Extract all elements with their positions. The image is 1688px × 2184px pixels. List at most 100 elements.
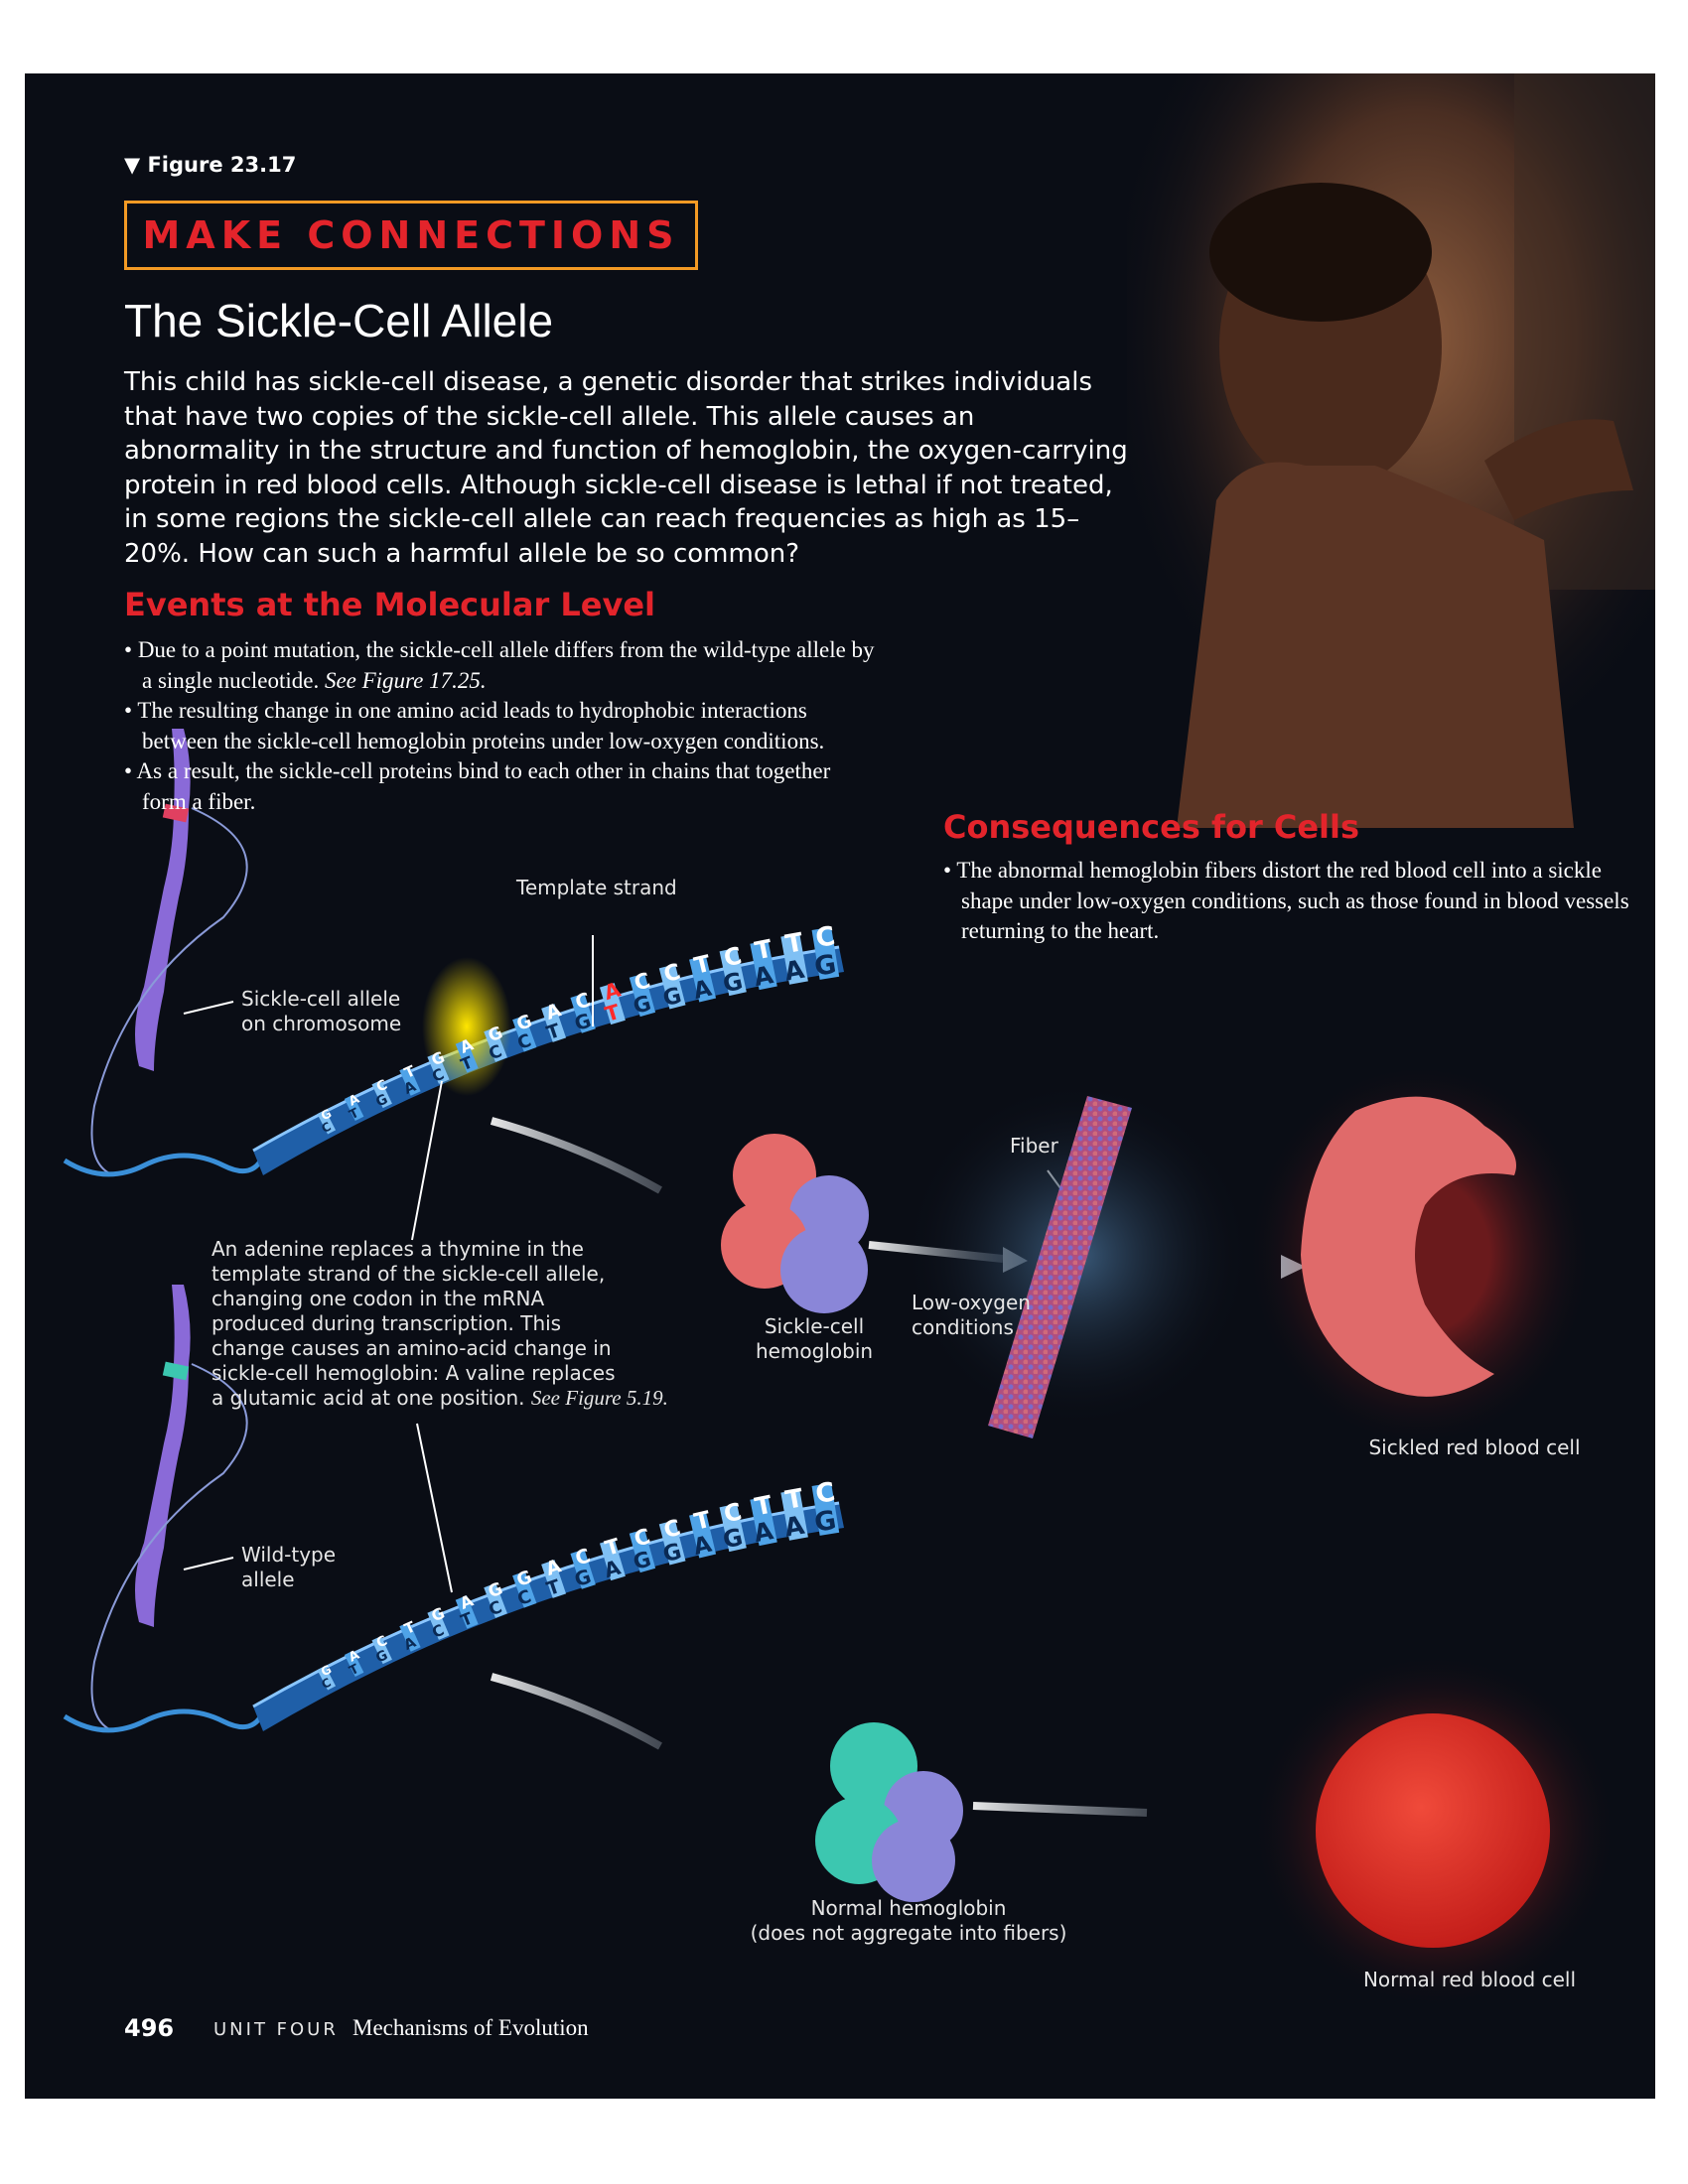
dna-base-bottom: G bbox=[572, 1565, 594, 1591]
footer-chapter: Mechanisms of Evolution bbox=[352, 2015, 589, 2040]
normal-hemoglobin bbox=[815, 1722, 963, 1902]
base-pair-block bbox=[541, 1560, 567, 1598]
dna-base-top: C bbox=[813, 920, 837, 954]
figure-label: ▼ Figure 23.17 bbox=[124, 153, 297, 177]
dna-base-top: T bbox=[692, 1507, 714, 1536]
label-normal-cell: Normal red blood cell bbox=[1362, 1968, 1577, 1991]
base-pair-block bbox=[719, 947, 747, 997]
dna-base-bottom: A bbox=[691, 976, 715, 1005]
label-wild-type-line1: Wild-type bbox=[241, 1543, 337, 1567]
sickle-cell-hemoglobin bbox=[721, 1134, 869, 1313]
pointer-mutation bbox=[411, 1080, 443, 1241]
base-pair-block bbox=[484, 1026, 507, 1062]
footer-unit: UNIT FOUR bbox=[213, 2019, 339, 2040]
base-pair-block bbox=[570, 1549, 596, 1589]
label-normal-hemoglobin: Normal hemoglobin (does not aggregate in… bbox=[720, 1896, 1097, 1946]
label-sickle-hb-line2: hemoglobin bbox=[755, 1339, 874, 1363]
base-pair-block bbox=[344, 1650, 364, 1678]
label-fiber: Fiber bbox=[1010, 1134, 1058, 1158]
dna-strand-sickle bbox=[252, 945, 844, 1175]
dna-base-top: A bbox=[602, 977, 624, 1005]
dna-base-top: G bbox=[486, 1023, 505, 1046]
dna-base-top: C bbox=[573, 1544, 594, 1570]
mutation-note-line: produced during transcription. This bbox=[211, 1311, 562, 1335]
dna-base-top: G bbox=[514, 1567, 535, 1591]
label-sickle-allele: Sickle-cell allele on chromosome bbox=[241, 987, 401, 1036]
dna-base-top: T bbox=[753, 1490, 774, 1522]
dna-base-top: T bbox=[692, 951, 714, 980]
label-template-strand: Template strand bbox=[516, 876, 677, 899]
label-normal-hb-line1: Normal hemoglobin bbox=[810, 1896, 1007, 1920]
base-pair-block bbox=[599, 1539, 626, 1581]
base-pair-block bbox=[399, 1065, 421, 1096]
label-sickle-allele-line2: on chromosome bbox=[241, 1012, 402, 1035]
base-pair-block bbox=[689, 955, 717, 1003]
label-sickle-hemoglobin: Sickle-cell hemoglobin bbox=[725, 1314, 904, 1364]
dna-base-bottom: A bbox=[602, 1556, 624, 1583]
child-photo bbox=[1127, 73, 1655, 828]
base-pair-block bbox=[317, 1109, 337, 1135]
base-pair-block bbox=[599, 983, 626, 1025]
dna-base-top: C bbox=[721, 1497, 744, 1528]
base-pair-block bbox=[719, 1503, 747, 1553]
cells-bullet-1: The abnormal hemoglobin fibers distort t… bbox=[943, 856, 1638, 947]
molecular-bullet-1-text: Due to a point mutation, the sickle-cell… bbox=[137, 637, 875, 693]
hemoglobin-fiber bbox=[904, 1081, 1251, 1438]
dna-base-top: T bbox=[753, 934, 774, 966]
heading-consequences-cells: Consequences for Cells bbox=[943, 808, 1360, 846]
molecular-bullets: Due to a point mutation, the sickle-cell… bbox=[124, 635, 879, 817]
base-pair-block bbox=[811, 1482, 840, 1536]
base-pair-block bbox=[750, 940, 777, 991]
base-pair-block bbox=[427, 1052, 450, 1084]
normal-red-blood-cell bbox=[1251, 1652, 1618, 2009]
base-pair-block bbox=[689, 1511, 717, 1559]
base-pair-block bbox=[371, 1079, 392, 1109]
make-connections-title: MAKE CONNECTIONS bbox=[142, 213, 680, 257]
base-pair-block bbox=[658, 964, 686, 1010]
dna-base-top: T bbox=[783, 927, 806, 960]
label-sickle-allele-line1: Sickle-cell allele bbox=[241, 987, 401, 1011]
label-wild-type: Wild-type allele bbox=[241, 1543, 336, 1592]
dna-base-top: C bbox=[661, 1515, 683, 1544]
dna-base-bottom: G bbox=[572, 1009, 594, 1035]
heading-molecular-level: Events at the Molecular Level bbox=[124, 586, 655, 623]
base-pair-block bbox=[344, 1094, 364, 1122]
base-pair-block bbox=[317, 1665, 337, 1691]
pointer-wild-site bbox=[416, 1423, 453, 1593]
molecular-bullet-3: As a result, the sickle-cell proteins bi… bbox=[124, 756, 879, 817]
label-sickle-hb-line1: Sickle-cell bbox=[764, 1314, 865, 1338]
base-pair-block bbox=[371, 1635, 392, 1665]
make-connections-box: MAKE CONNECTIONS bbox=[124, 201, 698, 270]
mutation-note-line: a glutamic acid at one position. bbox=[211, 1386, 525, 1410]
base-pair-block bbox=[750, 1496, 777, 1547]
base-pair-block bbox=[658, 1520, 686, 1566]
arrow-normal-hb-to-cell bbox=[972, 1802, 1148, 1817]
dna-base-bottom: G bbox=[631, 1547, 654, 1575]
base-pair-block bbox=[629, 973, 656, 1018]
label-wild-type-line2: allele bbox=[241, 1568, 295, 1591]
base-pair-block bbox=[455, 1595, 479, 1629]
dna-base-bottom: T bbox=[603, 1000, 623, 1026]
molecular-bullet-1-ref: See Figure 17.25. bbox=[324, 667, 487, 693]
dna-base-top: C bbox=[573, 988, 594, 1014]
intro-paragraph: This child has sickle-cell disease, a ge… bbox=[124, 367, 1128, 569]
dna-base-top: C bbox=[813, 1476, 837, 1510]
base-pair-block bbox=[629, 1529, 656, 1573]
arrow-dna-to-sickle-hb bbox=[490, 1117, 662, 1194]
dna-base-top: C bbox=[632, 1524, 653, 1552]
mutation-note-line: An adenine replaces a thymine in the bbox=[211, 1237, 584, 1261]
label-low-oxygen-line2: conditions bbox=[912, 1315, 1014, 1339]
dna-base-bottom: A bbox=[691, 1532, 715, 1561]
base-pair-block bbox=[780, 1489, 808, 1541]
dna-base-top: C bbox=[661, 959, 683, 988]
mutation-note-last-line: a glutamic acid at one position. See Fig… bbox=[211, 1386, 728, 1411]
dna-base-top: A bbox=[543, 1556, 564, 1580]
arrow-dna-to-normal-hb bbox=[490, 1673, 662, 1750]
mutation-note-line: template strand of the sickle-cell allel… bbox=[211, 1262, 606, 1286]
mutation-note-line: sickle-cell hemoglobin: A valine replace… bbox=[211, 1361, 616, 1385]
page-number: 496 bbox=[124, 2014, 175, 2042]
base-pair-block bbox=[427, 1608, 450, 1640]
